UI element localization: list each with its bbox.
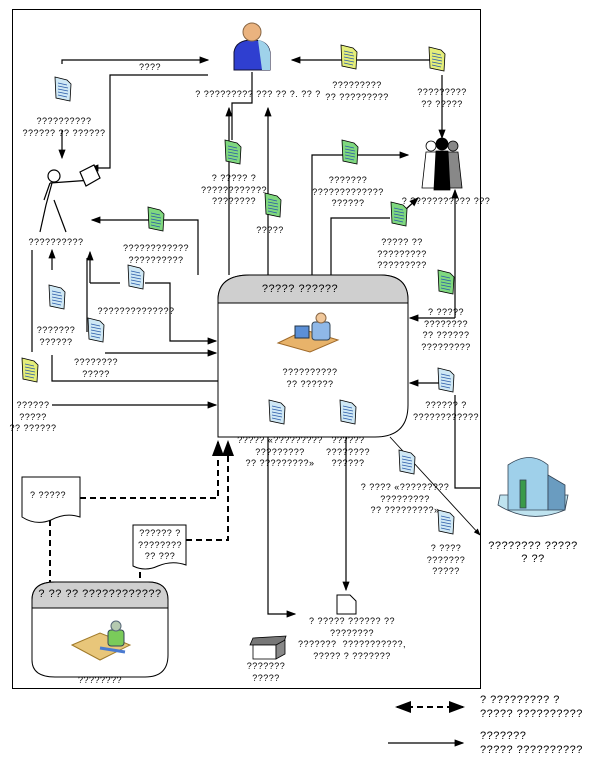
- flow-label: ????: [138, 62, 162, 72]
- flow-label: ? ????? ? ???????????? ????????: [200, 173, 268, 206]
- result-document-icon: [336, 594, 357, 615]
- main-process-title: ????? ??????: [261, 283, 339, 295]
- doc-icon: [54, 76, 72, 102]
- main-process-caption: ?????????? ?? ??????: [282, 367, 338, 389]
- flow-label: ????????? ?? ?????: [417, 87, 467, 109]
- doc-icon: [127, 264, 145, 290]
- doc-icon: [21, 357, 39, 383]
- organization-building-icon: [497, 457, 569, 517]
- flow-label: ? ????? ???????? ?? ?????? ?????????: [421, 307, 471, 352]
- sub-process-caption: ????????: [77, 675, 123, 685]
- manager-label: ? ????????? ??? ?? ?. ?? ?: [195, 89, 321, 99]
- worker-figure-icon: [39, 164, 101, 233]
- paper-document-1: [21, 476, 81, 523]
- flow-label: ??????? ??????: [36, 325, 76, 347]
- doc-icon: [398, 449, 416, 475]
- flow-label: ??????????????: [97, 306, 175, 316]
- flow-label: ???????????? ??????????: [122, 243, 190, 265]
- flow-label: ?????????? ?????? ?? ??????: [22, 116, 106, 138]
- sub-process-box: [31, 581, 169, 678]
- flow-label: ????? ?? ????????? ?????????: [377, 237, 427, 270]
- flow-label: ? ???? «????????? ????????? ?? ?????????…: [360, 482, 450, 515]
- flow-label: ?????? ????? ?? ??????: [9, 400, 57, 433]
- archive-box-label: ??????? ?????: [246, 661, 286, 683]
- doc-icon: [224, 139, 242, 165]
- connectors: [31, 56, 481, 618]
- doc-icon: [147, 206, 165, 232]
- paper-document-label: ? ?????: [29, 490, 67, 500]
- paper-document-2: [132, 524, 187, 570]
- flow-label: ?????? ???????? ??????: [325, 435, 371, 468]
- paper-document-label: ?????? ? ???????? ?? ???: [137, 528, 183, 561]
- doc-icon: [437, 269, 455, 295]
- doc-icon: [437, 367, 455, 393]
- worker-label: ??????????: [28, 237, 84, 247]
- operator-at-desk-icon: [276, 312, 340, 353]
- doc-icon: [340, 44, 358, 70]
- flow-label: ? ???? ??????? ?????: [426, 543, 466, 576]
- result-document-label: ? ????? ?????? ?? ???????? ??????? ?????…: [297, 616, 407, 661]
- doc-icon: [87, 317, 105, 343]
- doc-icon: [264, 192, 282, 218]
- flow-label: ???????? ?????: [73, 357, 119, 379]
- legend-dashed-label: ? ????????? ? ????? ??????????: [480, 694, 583, 720]
- sub-process-title: ? ?? ?? ????????????: [38, 588, 162, 600]
- doc-icon: [428, 46, 446, 72]
- flow-label: ??????? ????????????? ??????: [312, 175, 384, 208]
- doc-icon: [341, 139, 359, 165]
- flow-label: ????? «????????? ????????? ?? ?????????»: [237, 435, 323, 468]
- group-label: ? ??????????? ???: [401, 196, 491, 206]
- manager-icon: [233, 22, 271, 71]
- archive-box-icon: [249, 635, 287, 660]
- main-process-box: [217, 274, 409, 438]
- doc-icon: [48, 284, 66, 310]
- flow-label: ????????? ?? ?????????: [325, 80, 389, 102]
- frame: [12, 9, 481, 689]
- flow-label: ?????? ? ????????????: [412, 400, 480, 422]
- flow-label: ?????: [256, 225, 284, 235]
- designer-at-table-icon: [70, 620, 132, 661]
- organization-label: ???????? ????? ? ??: [488, 540, 578, 565]
- legend-solid-label: ??????? ????? ??????????: [480, 730, 583, 756]
- group-figure-icon: [421, 137, 463, 191]
